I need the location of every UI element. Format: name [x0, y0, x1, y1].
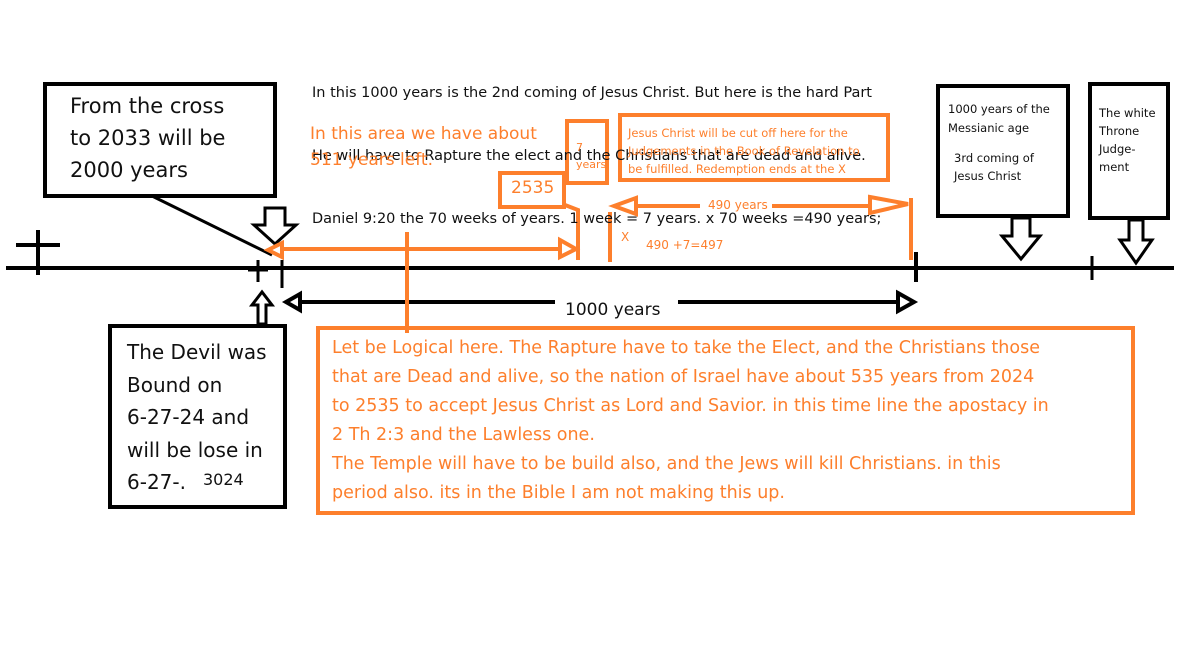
devil-box-frame	[108, 324, 287, 509]
year-2535-label: 2535	[511, 178, 555, 198]
sum-label: 490 +7=497	[646, 238, 724, 252]
pointer-line	[151, 194, 273, 257]
header-line: Daniel 9:20 the 70 weeks of years. 1 wee…	[312, 211, 882, 227]
header-line: He will have to Rapture the elect and th…	[312, 148, 866, 164]
thousand-years-label: 1000 years	[565, 300, 661, 320]
messianic-text: 1000 years of the Messianic age	[948, 102, 1050, 135]
years-490-arrow	[608, 194, 913, 262]
up-arrow-icon	[248, 289, 276, 326]
logical-box-text: Let be Logical here. The Rapture have to…	[332, 338, 1049, 503]
small-cross-mark	[248, 260, 268, 282]
x-mark: X	[621, 230, 630, 244]
devil-year: 3024	[203, 470, 244, 489]
cut-off-box-frame	[618, 113, 890, 182]
messianic-box-frame	[936, 84, 1070, 218]
year-2535-frame	[498, 171, 566, 209]
cross-box-frame	[43, 82, 277, 198]
thousand-years-arrow	[281, 289, 919, 315]
white-throne-box-frame	[1088, 82, 1170, 220]
cross-mark	[16, 230, 60, 275]
orange-span-arrow	[263, 203, 581, 261]
cross-box-text: From the cross to 2033 will be 2000 year…	[70, 94, 226, 182]
seven-years-frame	[565, 119, 609, 185]
years-490-label: 490 years	[708, 198, 768, 212]
white-throne-text: The white Throne Judge- ment	[1099, 106, 1156, 174]
logical-box-frame	[316, 326, 1135, 515]
header-notes: In this 1000 years is the 2nd coming of …	[312, 41, 881, 251]
cut-off-text: Jesus Christ will be cut off here for th…	[628, 126, 860, 176]
area-note: In this area we have about 511 years lef…	[310, 124, 537, 170]
third-coming-text: 3rd coming of Jesus Christ	[954, 151, 1034, 183]
devil-box-text: The Devil was Bound on 6-27-24 and will …	[127, 340, 267, 494]
header-line: In this 1000 years is the 2nd coming of …	[312, 85, 872, 101]
seven-years-label: 7 years	[576, 141, 607, 171]
down-arrow-icon	[250, 206, 1155, 266]
